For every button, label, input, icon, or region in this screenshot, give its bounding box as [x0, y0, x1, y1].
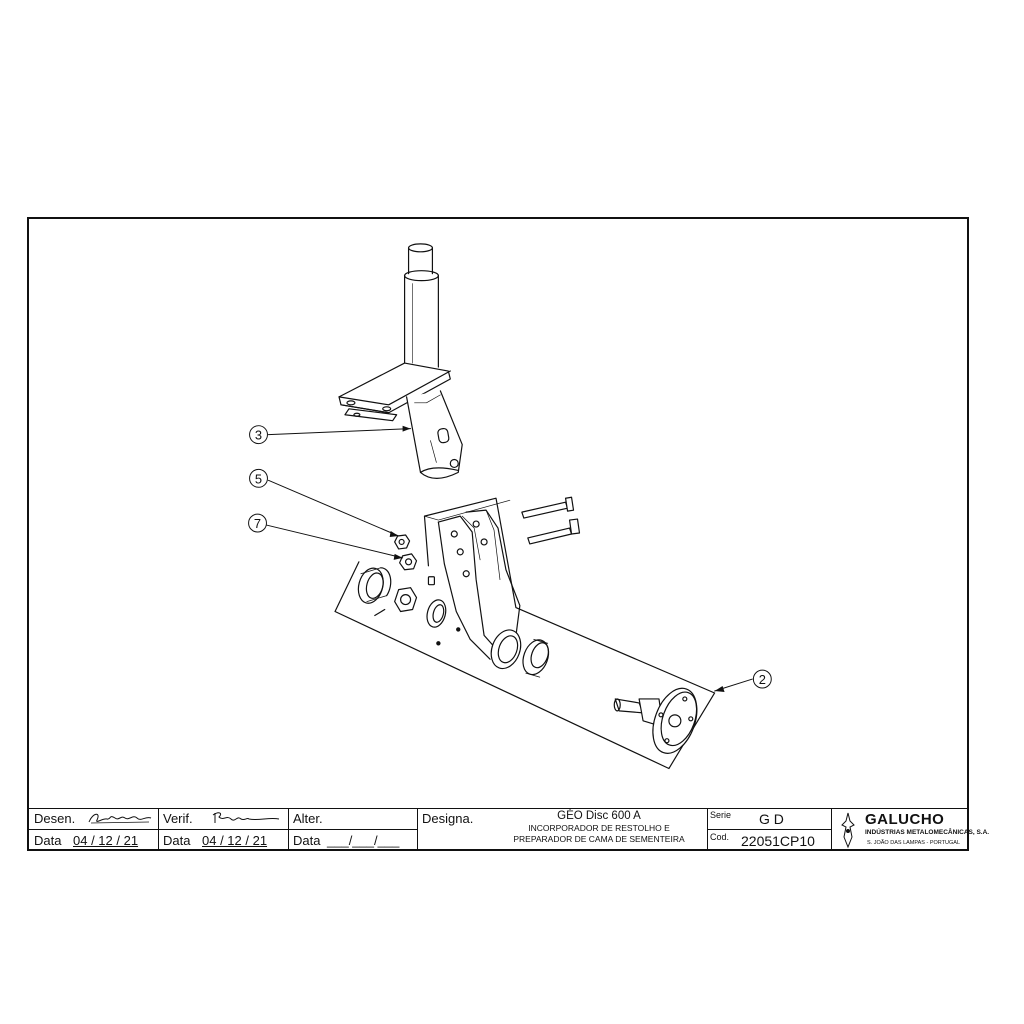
callout-2: 2 [759, 672, 766, 687]
callout-circle-2 [752, 669, 772, 689]
part-7-nut [399, 553, 418, 571]
desen-label: Desen. [34, 811, 76, 826]
callout-7: 7 [254, 516, 261, 531]
bolts-pair [521, 496, 581, 545]
callout-5: 5 [255, 471, 262, 486]
designation-line2: PREPARADOR DE CAMA DE SEMENTEIRA [513, 834, 685, 844]
drawing-sheet: 2 3 5 7 Desen. Data 04 / 12 / 21 Verif. … [27, 217, 989, 851]
split-pin [374, 608, 461, 646]
grease-nipple [427, 576, 435, 586]
castle-nut [394, 587, 418, 613]
galucho-logo-icon [841, 812, 855, 849]
callout-3: 3 [255, 428, 262, 443]
designa-label: Designa. [422, 811, 474, 826]
designation-line1: INCORPORADOR DE RESTOLHO E [528, 823, 670, 833]
part-2-arm-bracket [437, 509, 522, 670]
company-address: S. JOÃO DAS LAMPAS - PORTUGAL [867, 840, 961, 846]
leader-arrowheads [389, 425, 725, 692]
callout-circle-5 [249, 468, 268, 488]
exploded-assembly-drawing: 2 3 5 7 [248, 243, 772, 770]
verif-signature [212, 812, 280, 823]
company-subtitle: INDÚSTRIAS METALOMECÂNICAS, S.A. [865, 829, 990, 836]
alter-data-label: Data [293, 833, 321, 848]
serie-value: G D [759, 811, 784, 827]
bearing-cup-right [522, 638, 550, 678]
verif-date: 04 / 12 / 21 [202, 833, 268, 848]
desen-data-label: Data [34, 833, 62, 848]
desen-signature [88, 813, 152, 824]
part-3-column-bracket [338, 243, 463, 479]
verif-label: Verif. [163, 811, 193, 826]
washer [426, 599, 447, 628]
designation-title: GÉO Disc 600 A [557, 810, 641, 822]
cod-label: Cod. [710, 832, 730, 842]
desen-date: 04 / 12 / 21 [73, 833, 139, 848]
hub-stub-axle [613, 687, 698, 754]
company-name: GALUCHO [865, 811, 945, 828]
part-5-nut [394, 534, 411, 550]
bearing-cup-left [357, 567, 392, 604]
serie-label: Serie [710, 810, 732, 820]
alter-label: Alter. [293, 811, 323, 826]
callout-circle-7 [248, 513, 267, 533]
verif-data-label: Data [163, 833, 191, 848]
cod-value: 22051CP10 [741, 833, 815, 849]
alter-date: ___/___/___ [327, 833, 400, 848]
callout-circle-3 [249, 425, 268, 445]
